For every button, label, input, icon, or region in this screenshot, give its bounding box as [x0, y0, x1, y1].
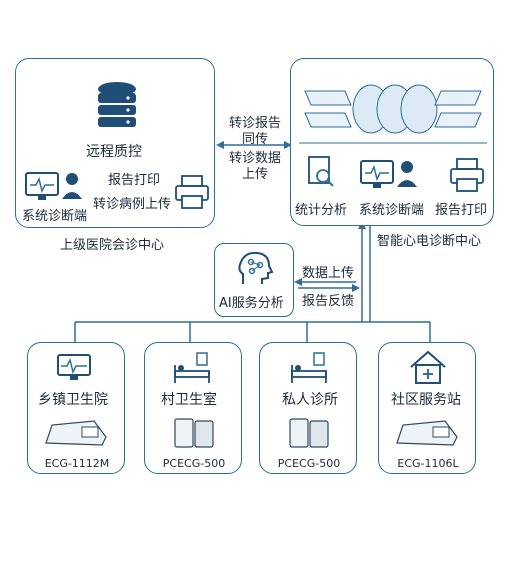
- site-name-1: 乡镇卫生院: [38, 392, 108, 408]
- pcecg-device-icon: [174, 418, 214, 448]
- exchange-line4: 上传: [241, 167, 268, 182]
- site-name-3: 私人诊所: [282, 392, 338, 408]
- exchange-line2: 同传: [241, 132, 268, 147]
- data-upload-label: 数据上传: [302, 266, 355, 281]
- ai-service-box: AI服务分析: [214, 243, 294, 317]
- site-name-2: 村卫生室: [161, 392, 217, 408]
- site-box-1: 乡镇卫生院 ECG-1112M: [27, 342, 125, 474]
- monitor-icon: [57, 354, 91, 380]
- pcecg-device-icon-2: [289, 418, 329, 448]
- house-icon: [410, 350, 446, 384]
- device-model-3: PCECG-500: [277, 457, 341, 470]
- smart-center-box: 统计分析 系统诊断端 报告打印: [290, 58, 494, 226]
- upper-sys-terminal-label: 系统诊断端: [22, 209, 88, 224]
- transfer-upload-label: 转诊病例上传: [93, 197, 172, 212]
- smart-sys-terminal-label: 系统诊断端: [359, 203, 425, 218]
- ecg-device-icon-2: [396, 420, 458, 446]
- report-feedback-label: 报告反馈: [302, 294, 355, 309]
- site-box-3: 私人诊所 PCECG-500: [259, 342, 357, 474]
- printer-icon-2: [450, 158, 484, 192]
- device-model-1: ECG-1112M: [44, 457, 110, 470]
- remote-qc-label: 远程质控: [86, 144, 142, 160]
- doctor-monitor-icon-2: [360, 160, 417, 188]
- ai-head-icon: [238, 251, 274, 284]
- workflow-graphic: [299, 84, 487, 144]
- report-print-label: 报告打印: [108, 173, 161, 188]
- site-name-4: 社区服务站: [391, 392, 461, 408]
- exchange-line3: 转诊数据: [228, 151, 281, 166]
- bed-patient-icon: [174, 352, 210, 383]
- site-box-4: 社区服务站 ECG-1106L: [378, 342, 476, 474]
- upper-hospital-box: 远程质控 系统诊断端 报告打印 转诊病例上传: [15, 58, 215, 228]
- ecg-device-icon: [45, 420, 107, 446]
- bed-patient-icon-2: [291, 352, 327, 383]
- database-icon: [98, 82, 136, 127]
- device-model-4: ECG-1106L: [397, 457, 459, 470]
- upper-caption: 上级医院会诊中心: [60, 238, 165, 253]
- ai-service-label: AI服务分析: [219, 296, 284, 311]
- smart-report-print-label: 报告打印: [435, 203, 488, 218]
- site-box-2: 村卫生室 PCECG-500: [144, 342, 242, 474]
- doctor-monitor-icon: [25, 172, 82, 200]
- report-magnifier-icon: [308, 156, 334, 187]
- stat-analysis-label: 统计分析: [295, 203, 348, 218]
- printer-icon: [175, 175, 209, 209]
- smart-caption: 智能心电诊断中心: [377, 234, 482, 249]
- exchange-line1: 转诊报告: [228, 116, 281, 131]
- device-model-2: PCECG-500: [162, 457, 226, 470]
